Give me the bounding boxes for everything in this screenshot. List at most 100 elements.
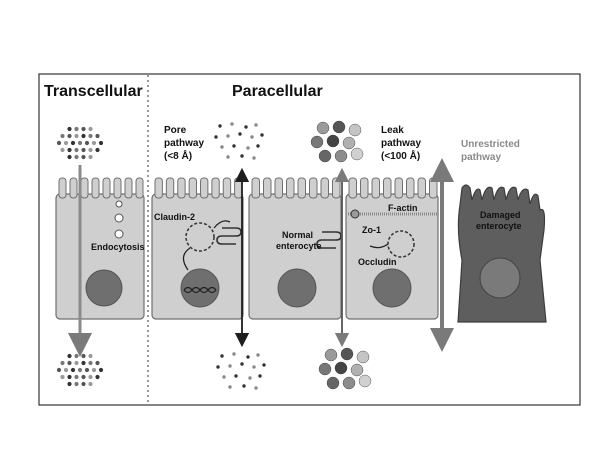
solute-dot [254, 123, 258, 127]
solute-dot [226, 134, 230, 138]
solute-dot [252, 365, 256, 369]
solute-dot [262, 363, 266, 367]
solute-dot [240, 362, 244, 366]
solute-dot [74, 381, 79, 387]
solute-dot [67, 154, 72, 160]
normal-enterocyte-label-2: enterocyte [276, 241, 322, 251]
unrestricted-pathway-label-2: pathway [461, 152, 501, 163]
microvillus [80, 177, 89, 199]
damaged-enterocyte-cell [457, 184, 547, 323]
solute-dot [234, 374, 238, 378]
solute-sphere [334, 361, 348, 375]
solute-dot [226, 155, 230, 159]
solute-dot [95, 133, 100, 139]
microvillus [348, 177, 357, 199]
nucleus-pore-cell [180, 268, 220, 308]
solute-sphere [318, 362, 332, 376]
microvillus [417, 177, 426, 199]
solute-dot [88, 126, 93, 132]
microvillus [211, 177, 220, 199]
solute-dot [81, 381, 86, 387]
solute-dot [88, 353, 93, 359]
microvillus [177, 177, 186, 199]
solute-dot [70, 140, 76, 146]
solute-dot [246, 355, 250, 359]
microvillus [58, 177, 67, 199]
solute-dot [81, 133, 86, 139]
microvillus [394, 177, 403, 199]
solute-dot [230, 122, 234, 126]
pore-pathway-label-1: Pore [164, 125, 187, 136]
solute-dot [246, 146, 250, 150]
solute-dot [84, 367, 90, 373]
solute-dot [232, 352, 236, 356]
microvillus [309, 177, 318, 199]
leak-top-particles [310, 120, 364, 163]
solute-dot [67, 381, 72, 387]
solute-dot [81, 360, 86, 366]
solute-dot [250, 135, 254, 139]
zo1-icon [350, 209, 360, 219]
solute-dot [95, 374, 100, 380]
vesicle-icon [114, 213, 124, 223]
microvillus [124, 177, 133, 199]
solute-dot [67, 126, 72, 132]
solute-dot [252, 156, 256, 160]
solute-dot [56, 367, 62, 373]
microvillus [406, 177, 415, 199]
solute-dot [60, 374, 65, 380]
leak-pathway-label-3: (<100 Å) [381, 149, 420, 162]
microvillus [429, 177, 438, 199]
microvillus [135, 177, 144, 199]
nucleus-damaged-cell [479, 257, 521, 299]
solute-sphere [348, 123, 362, 137]
microvillus [188, 177, 197, 199]
microvillus [69, 177, 78, 199]
solute-dot [254, 386, 258, 390]
solute-sphere [358, 374, 372, 388]
solute-dot [91, 367, 97, 373]
solute-dot [91, 140, 97, 146]
solute-dot [74, 126, 79, 132]
pore-bottom-particles [216, 352, 266, 390]
microvillus [234, 177, 243, 199]
solute-sphere [326, 376, 340, 390]
microvillus [102, 177, 111, 199]
solute-particles [56, 120, 372, 390]
leak-bottom-particles [318, 347, 372, 390]
claudin-curve-arrow [182, 247, 191, 271]
nucleus-transcellular [85, 269, 123, 307]
microvillus [165, 177, 175, 199]
microvillus [297, 177, 306, 199]
normal-enterocyte-label-1: Normal [282, 230, 313, 240]
nucleus-normal-cell [277, 268, 317, 308]
microvillus [91, 177, 100, 199]
microvillus [263, 177, 272, 199]
solute-dot [88, 154, 93, 160]
solute-dot [60, 147, 65, 153]
solute-dot [248, 376, 252, 380]
damaged-enterocyte-label-2: enterocyte [476, 221, 522, 231]
solute-dot [214, 135, 218, 139]
solute-sphere [324, 348, 338, 362]
microvillus [320, 177, 329, 199]
solute-sphere [316, 121, 330, 135]
solute-dot [81, 154, 86, 160]
solute-dot [74, 133, 79, 139]
solute-dot [95, 147, 100, 153]
solute-dot [256, 144, 260, 148]
damaged-enterocyte-label-1: Damaged [480, 210, 521, 220]
solute-dot [88, 360, 93, 366]
solute-sphere [318, 149, 332, 163]
solute-dot [216, 365, 220, 369]
microvilli [58, 177, 438, 199]
microvillus [360, 177, 369, 199]
solute-dot [60, 133, 65, 139]
solute-dot [74, 154, 79, 160]
claudin2-label: Claudin-2 [154, 212, 195, 222]
solute-dot [88, 381, 93, 387]
solute-dot [67, 374, 72, 380]
solute-dot [258, 374, 262, 378]
microvillus [286, 177, 295, 199]
occludin-label: Occludin [358, 257, 397, 267]
